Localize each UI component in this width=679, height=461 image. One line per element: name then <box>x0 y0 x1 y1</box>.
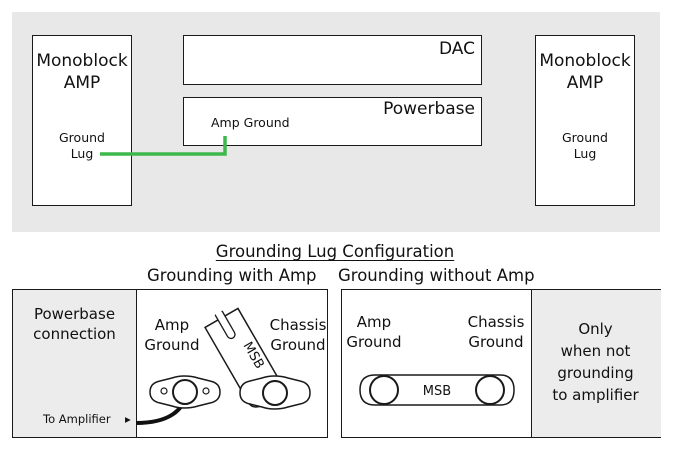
right-amp-lug-line2: Lug <box>573 146 597 161</box>
to-amplifier-label: To Amplifier <box>43 412 111 426</box>
powerbase-connection-side <box>13 290 137 437</box>
with-amp-heading: Grounding with Amp <box>147 266 317 285</box>
note-line3: grounding <box>557 364 634 382</box>
dac-label: DAC <box>439 39 475 59</box>
with-amp-amp-ground-line1: Amp <box>154 316 190 334</box>
note-line2: when not <box>560 342 631 360</box>
left-amp-lug-line2: Lug <box>70 146 94 161</box>
note-line4: to amplifier <box>552 386 639 404</box>
without-amp-amp-ground-line1: Amp <box>356 313 392 331</box>
to-amplifier-arrow: ▸ <box>125 412 131 426</box>
amp-ground-post <box>149 375 221 409</box>
dac-box: DAC <box>183 35 482 85</box>
left-monoblock-amp: Monoblock AMP Ground Lug <box>32 35 132 206</box>
chassis-ground-post <box>239 375 311 410</box>
with-amp-amp-ground-line2: Ground <box>144 336 200 354</box>
without-amp-chassis-ground-line2: Ground <box>468 333 524 351</box>
left-amp-title-line1: Monoblock <box>36 51 128 71</box>
left-amp-title-line2: AMP <box>63 73 101 93</box>
without-amp-amp-ground-line2: Ground <box>346 333 402 351</box>
right-amp-title-line2: AMP <box>566 73 604 93</box>
powerbase-connection-line2: connection <box>33 325 116 343</box>
without-amp-chassis-ground-line1: Chassis <box>467 313 525 331</box>
left-amp-lug-line1: Ground <box>59 130 105 145</box>
ground-wire-line <box>100 136 227 156</box>
note-line1: Only <box>578 320 613 338</box>
right-amp-lug-line1: Ground <box>562 130 608 145</box>
powerbase-box: Powerbase Amp Ground <box>183 97 482 146</box>
right-amp-title-line1: Monoblock <box>539 51 631 71</box>
without-amp-msb-text: MSB <box>423 384 451 399</box>
lug-config-title: Grounding Lug Configuration <box>215 242 455 261</box>
without-amp-msb-lug <box>359 374 515 406</box>
powerbase-connection-line1: Powerbase <box>33 305 116 323</box>
powerbase-label: Powerbase <box>383 99 475 119</box>
right-monoblock-amp: Monoblock AMP Ground Lug <box>535 35 635 206</box>
with-amp-chassis-ground-line2: Ground <box>270 336 326 354</box>
with-amp-chassis-ground-line1: Chassis <box>269 316 327 334</box>
without-amp-heading: Grounding without Amp <box>338 266 535 285</box>
only-when-not-grounding-side <box>531 290 661 437</box>
amp-ground-terminal-label: Amp Ground <box>211 115 290 130</box>
